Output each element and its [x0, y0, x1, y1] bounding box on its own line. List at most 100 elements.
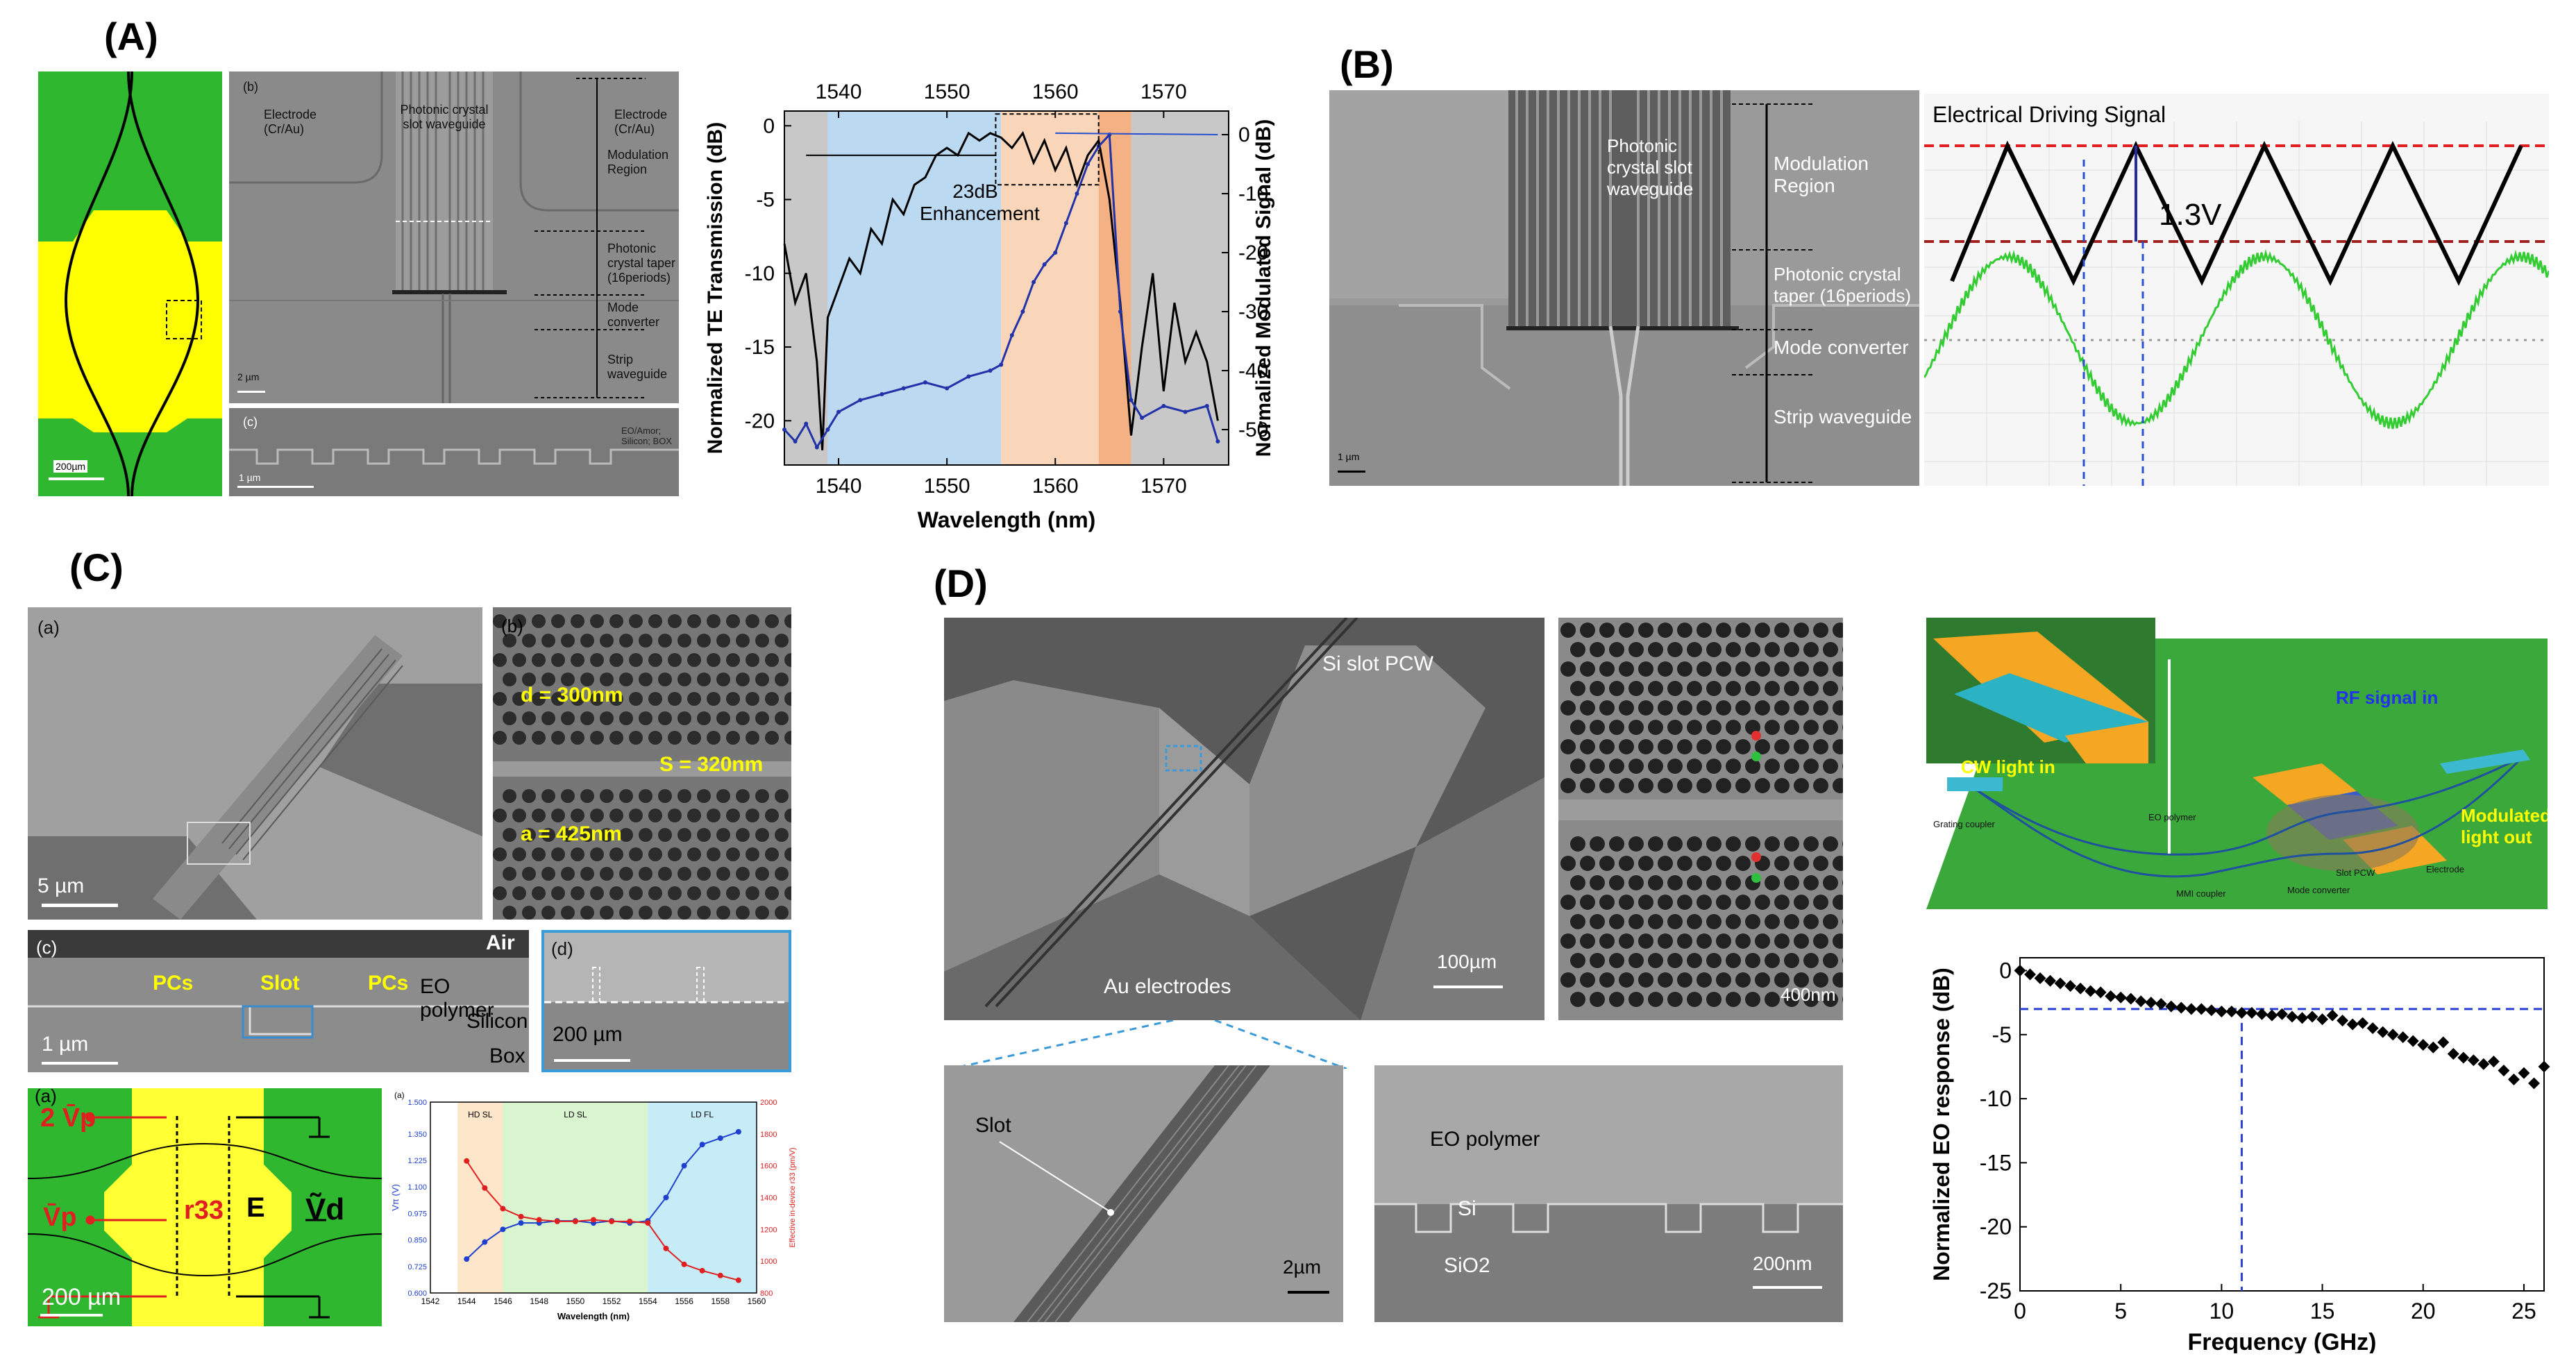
c-hole [580, 711, 594, 725]
d-hole [1560, 972, 1576, 988]
d-hole [1570, 914, 1585, 929]
d-sem-cross: EO polymer Si SiO2 200nm [1374, 1065, 1843, 1322]
d-hole [1765, 642, 1780, 657]
d-hole [1784, 720, 1799, 735]
d-hole [1813, 739, 1828, 754]
a-series-point [923, 380, 927, 384]
d-grating: Grating coupler [1933, 819, 1995, 829]
d-hole [1619, 661, 1634, 677]
c-hole [746, 886, 759, 900]
c-x-tick-label: 1550 [566, 1296, 585, 1306]
d-hole [1599, 895, 1615, 910]
d-hole [1638, 778, 1653, 793]
c-hole [571, 886, 584, 900]
c-hole [600, 673, 614, 686]
d-x-tick-label: 20 [2411, 1299, 2436, 1324]
d-hole [1638, 933, 1653, 949]
a-series-point [1042, 262, 1047, 267]
b-oscilloscope-drawing [1923, 121, 2550, 486]
a-series-point [1118, 310, 1122, 314]
c-y2-tick-label: 1200 [760, 1226, 777, 1234]
c-hole [532, 886, 546, 900]
d-hole [1842, 996, 1843, 1003]
c-hole [541, 711, 555, 725]
d-hole [1667, 992, 1683, 1007]
c-series-point [518, 1214, 524, 1219]
d-hole [1648, 681, 1663, 696]
c-series-line-1 [466, 1160, 739, 1281]
c-y-tick-label: 0.725 [407, 1263, 427, 1271]
d-x-axis-label: Frequency (GHz) [2187, 1329, 2376, 1353]
d-data-point [2457, 1051, 2470, 1064]
d-hole [1706, 953, 1721, 968]
d-hole [1716, 933, 1731, 949]
d-hole [1842, 763, 1843, 770]
d-hole [1803, 914, 1819, 929]
c-slot: Slot [260, 972, 300, 995]
d-hole [1619, 700, 1634, 716]
d-x-tick-label: 5 [2114, 1299, 2127, 1324]
c-series-line-0 [466, 1131, 739, 1260]
d-hole [1794, 778, 1809, 793]
d-data-point [2034, 972, 2046, 985]
d-hole [1658, 739, 1673, 754]
c-y-axis-label: Vπ (V) [390, 1184, 401, 1211]
d-marker-dot [1751, 731, 1761, 741]
d-hole [1813, 700, 1828, 716]
d-hole [1842, 724, 1843, 731]
d-hole [1667, 681, 1683, 696]
c-vd: Ṽd [305, 1192, 345, 1226]
c-hole [600, 634, 614, 648]
c-hole [512, 653, 526, 667]
c-scale-c: 1 µm [42, 1033, 89, 1056]
d-hole [1697, 623, 1712, 638]
a-device-layout: 200µm [38, 71, 222, 496]
d-hole [1580, 972, 1595, 988]
d-hole [1638, 700, 1653, 716]
c-hole [726, 653, 740, 667]
d-hole [1765, 681, 1780, 696]
c-e-field: E [246, 1192, 265, 1223]
d-cw-in: CW light in [1961, 756, 2055, 777]
c-hole [609, 731, 623, 745]
a-series-point [901, 386, 906, 391]
d-hole [1628, 759, 1644, 774]
d-hole [1609, 720, 1624, 735]
a-region-4 [1131, 111, 1229, 465]
c-hole [629, 809, 643, 822]
d-hole [1638, 623, 1653, 638]
d-hole [1619, 933, 1634, 949]
d-hole [1784, 681, 1799, 696]
c-hole [716, 634, 730, 648]
c-hole [512, 886, 526, 900]
a-y2-tick-label: 0 [1238, 124, 1250, 146]
d-hole [1803, 953, 1819, 968]
c-hole [639, 634, 653, 648]
c-hole [561, 906, 575, 920]
c-region-1 [503, 1102, 648, 1293]
c-hole [716, 906, 730, 920]
d-hole [1745, 681, 1760, 696]
a-x-tick-label-top: 1540 [816, 81, 862, 103]
d-hole [1823, 836, 1838, 852]
c-hole [687, 653, 701, 667]
a-electrode-right: Electrode (Cr/Au) [614, 108, 668, 136]
d-hole [1716, 972, 1731, 988]
d-hole [1687, 836, 1702, 852]
d-hole [1570, 720, 1585, 735]
c-s-dim: S = 320nm [659, 753, 764, 776]
d-hole [1590, 681, 1605, 696]
d-data-point [2014, 964, 2026, 976]
c-eo-polymer: EO polymer [420, 975, 494, 1022]
d-hole [1706, 642, 1721, 657]
c-hole [755, 867, 769, 881]
d-hole [1697, 895, 1712, 910]
c-hole [493, 847, 507, 861]
c-hole [541, 828, 555, 842]
c-hole [707, 809, 721, 822]
c-hole [571, 614, 584, 628]
a-series-point [1053, 251, 1058, 255]
d-hole [1784, 759, 1799, 774]
a-series-point [1204, 404, 1209, 408]
d-data-point [2195, 1003, 2207, 1015]
